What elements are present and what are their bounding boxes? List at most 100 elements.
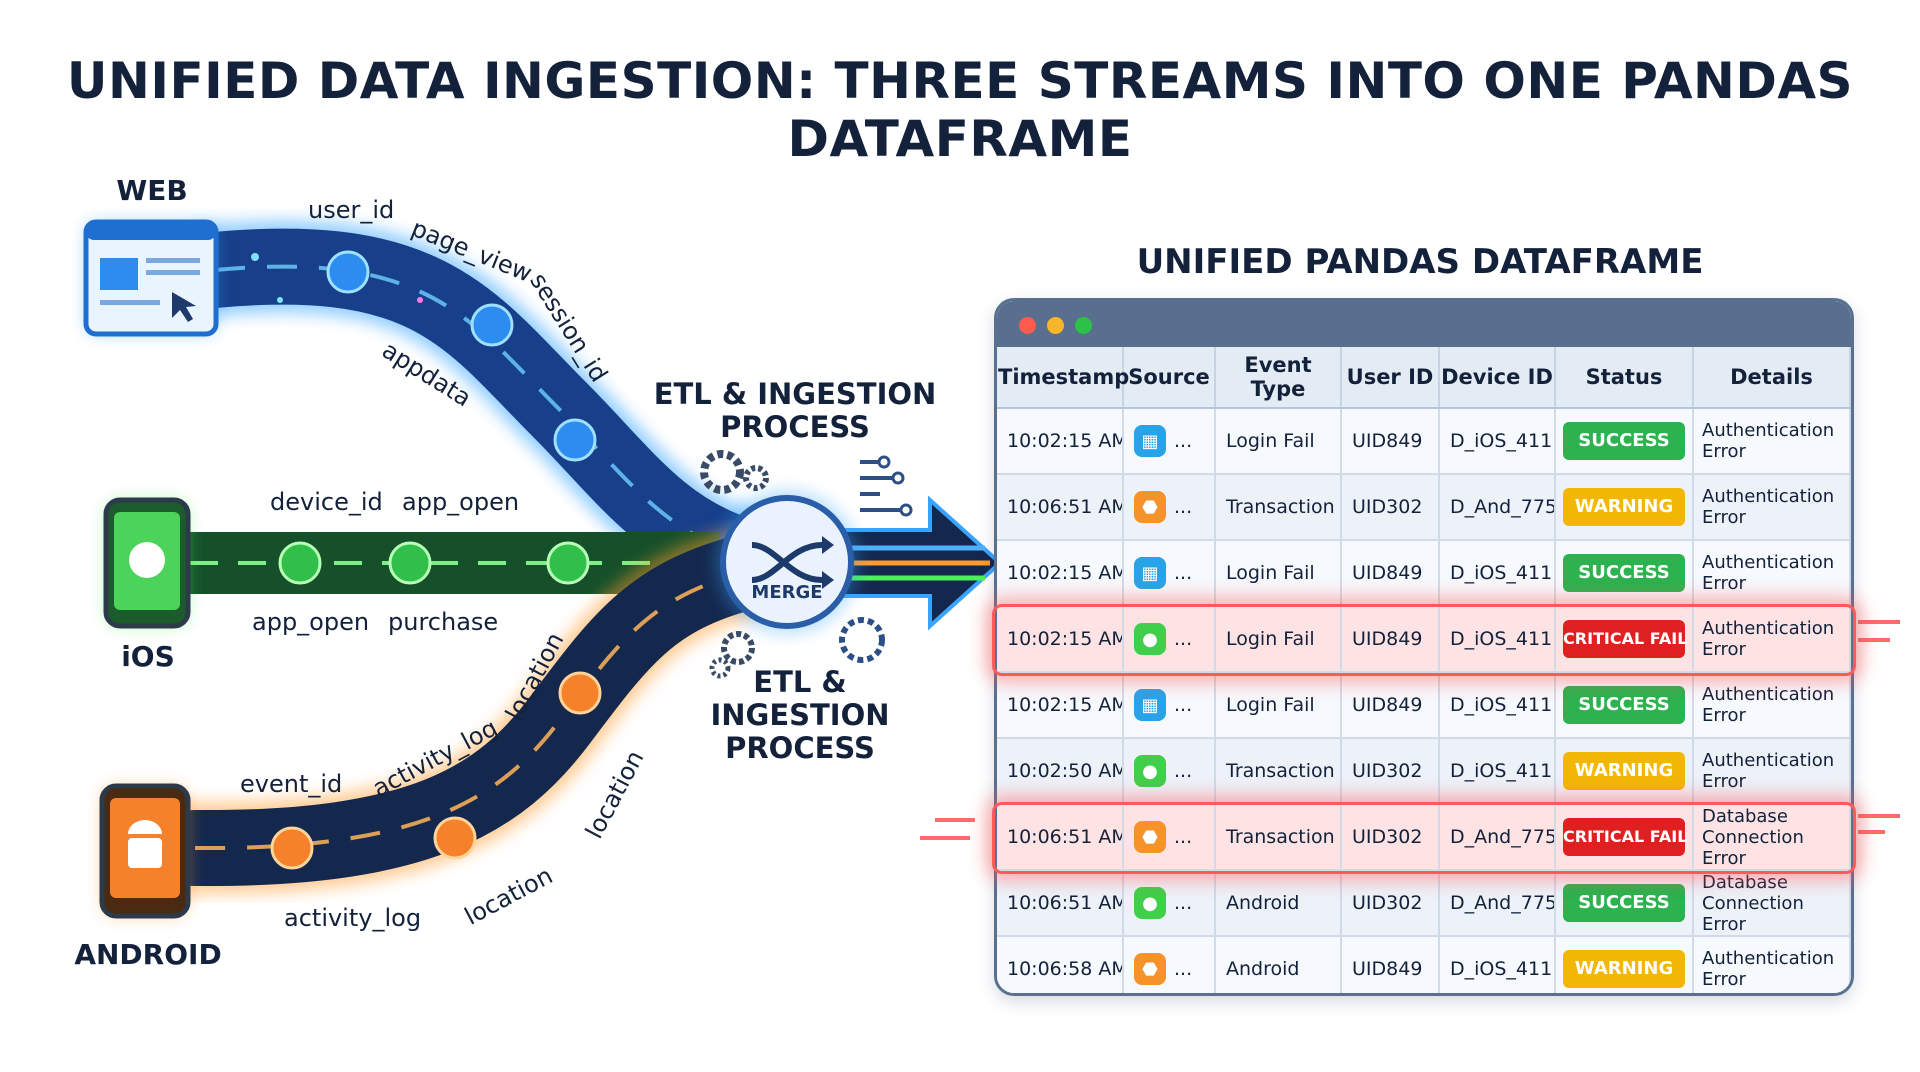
etl-bottom-line1: ETL &	[753, 665, 847, 699]
cell-event-type: Android	[1215, 936, 1342, 993]
window-titlebar	[997, 301, 1851, 347]
cell-details: Authentication Error	[1693, 606, 1851, 673]
etl-bottom-line3: PROCESS	[725, 731, 875, 765]
card-icon	[553, 418, 597, 462]
cell-device-id: D_And_775	[1439, 870, 1556, 937]
source-wrap: ⬣...	[1134, 491, 1213, 523]
status-badge: WARNING	[1563, 752, 1685, 790]
column-header-user-id[interactable]: User ID	[1341, 347, 1440, 409]
minimize-dot-icon[interactable]	[1047, 317, 1064, 334]
android-icon: ⬣	[1134, 953, 1166, 985]
close-dot-icon[interactable]	[1019, 317, 1036, 334]
cell-device-id: D_iOS_411	[1439, 606, 1556, 673]
source-wrap: ▦...	[1134, 425, 1213, 457]
cell-timestamp: 10:02:50 AM	[997, 738, 1124, 805]
source-wrap: ⬣...	[1134, 821, 1213, 853]
column-header-device-id[interactable]: Device ID	[1439, 347, 1556, 409]
source-label-ios: iOS	[121, 640, 175, 673]
source-text: ...	[1174, 958, 1193, 980]
web-icon: ▦	[1134, 557, 1166, 589]
web-icon: ▦	[1134, 689, 1166, 721]
cell-event-type: Transaction	[1215, 474, 1342, 541]
cell-user-id: UID849	[1341, 408, 1440, 475]
etl-label-top: ETL & INGESTION PROCESS	[650, 378, 940, 444]
cell-timestamp: 10:02:15 AM	[997, 606, 1124, 673]
apple-logo	[129, 542, 165, 578]
apple-icon: ●	[1134, 755, 1166, 787]
source-wrap: ▦...	[1134, 689, 1213, 721]
cell-status: SUCCESS	[1555, 672, 1694, 739]
source-text: ...	[1174, 562, 1193, 584]
field-label-app-open-bottom: app_open	[252, 608, 370, 636]
etl-label-bottom: ETL & INGESTION PROCESS	[680, 666, 920, 765]
cell-event-type: Transaction	[1215, 738, 1342, 805]
cell-details: Authentication Error	[1693, 540, 1851, 607]
cell-status: WARNING	[1555, 738, 1694, 805]
field-label-event-id: event_id	[240, 770, 343, 798]
cell-source: ▦...	[1123, 408, 1216, 475]
etl-top-line2: PROCESS	[720, 410, 870, 444]
maximize-dot-icon[interactable]	[1075, 317, 1092, 334]
column-header-source[interactable]: Source	[1123, 347, 1216, 409]
cell-source: ●...	[1123, 738, 1216, 805]
cell-event-type: Login Fail	[1215, 606, 1342, 673]
cell-timestamp: 10:02:15 AM	[997, 408, 1124, 475]
status-badge: SUCCESS	[1563, 422, 1685, 460]
cell-timestamp: 10:02:15 AM	[997, 672, 1124, 739]
apple-icon: ●	[1134, 887, 1166, 919]
cell-user-id: UID849	[1341, 672, 1440, 739]
column-header-timestamp[interactable]: Timestamp	[997, 347, 1129, 409]
source-wrap: ▦...	[1134, 557, 1213, 589]
source-text: ...	[1174, 496, 1193, 518]
apple-icon: ●	[1134, 623, 1166, 655]
column-header-event-type[interactable]: Event Type	[1215, 347, 1342, 409]
cell-timestamp: 10:06:51 AM	[997, 870, 1124, 937]
users-icon	[326, 250, 370, 294]
source-text: ...	[1174, 760, 1193, 782]
source-text: ...	[1174, 628, 1193, 650]
column-header-status[interactable]: Status	[1555, 347, 1694, 409]
cell-device-id: D_And_775	[1439, 804, 1556, 871]
cell-event-type: Login Fail	[1215, 540, 1342, 607]
source-wrap: ●...	[1134, 623, 1213, 655]
status-badge: CRITICAL FAIL	[1563, 818, 1687, 856]
cell-source: ●...	[1123, 870, 1216, 937]
cell-device-id: D_iOS_411	[1439, 738, 1556, 805]
cell-event-type: Login Fail	[1215, 408, 1342, 475]
circuit-icon	[860, 455, 913, 517]
source-text: ...	[1174, 694, 1193, 716]
cell-source: ▦...	[1123, 540, 1216, 607]
cell-user-id: UID849	[1341, 540, 1440, 607]
dataframe-title: UNIFIED PANDAS DATAFRAME	[1136, 242, 1704, 282]
source-wrap: ⬣...	[1134, 953, 1213, 985]
cell-user-id: UID849	[1341, 606, 1440, 673]
output-arrow	[828, 495, 1003, 631]
gear-icon-lower	[709, 617, 885, 679]
cell-user-id: UID302	[1341, 474, 1440, 541]
page-title: UNIFIED DATA INGESTION: THREE STREAMS IN…	[66, 52, 1854, 168]
status-badge: CRITICAL FAIL	[1563, 620, 1687, 658]
cell-source: ▦...	[1123, 672, 1216, 739]
status-badge: SUCCESS	[1563, 884, 1685, 922]
cell-event-type: Android	[1215, 870, 1342, 937]
cell-device-id: D_iOS_411	[1439, 408, 1556, 475]
cell-details: Authentication Error	[1693, 738, 1851, 805]
column-header-details[interactable]: Details	[1693, 347, 1851, 409]
cart-icon	[546, 541, 590, 585]
android-stream	[149, 529, 781, 895]
field-label-device-id: device_id	[270, 488, 383, 516]
cell-timestamp: 10:02:15 AM	[997, 540, 1124, 607]
merge-label: MERGE	[751, 582, 823, 603]
document-icon	[558, 671, 602, 715]
